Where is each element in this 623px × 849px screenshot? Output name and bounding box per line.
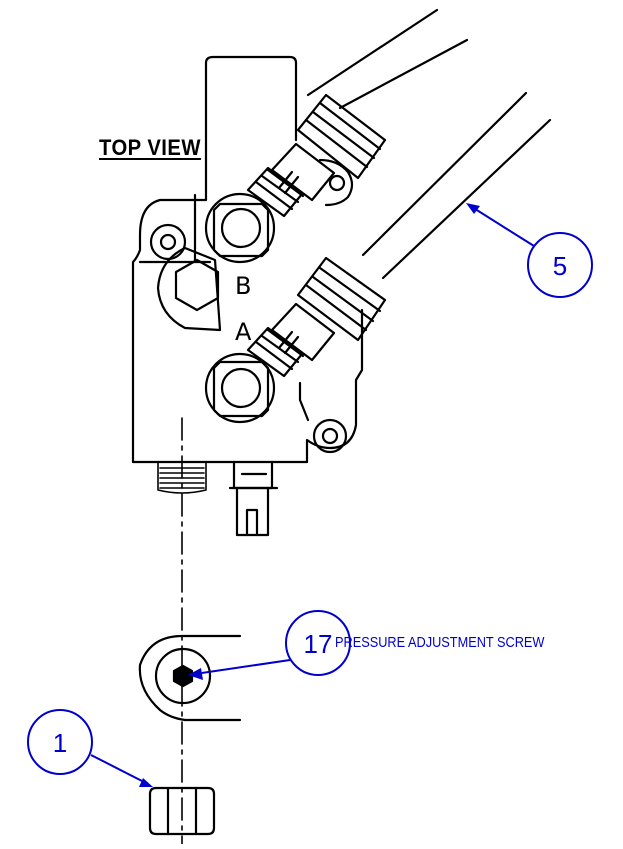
callout-number-5: 5 <box>552 251 568 281</box>
hex-plug <box>174 258 220 312</box>
callout-circle-5 <box>527 232 593 298</box>
callout-leader-5 <box>471 206 535 247</box>
hose-b <box>246 8 469 218</box>
port-a-boss <box>204 352 276 424</box>
spool-end <box>228 460 279 537</box>
port-b-boss <box>204 192 276 264</box>
port-a-square <box>212 360 270 418</box>
port-a-nut <box>220 367 262 409</box>
valve-body-outline <box>131 55 364 464</box>
mount-hole-lower-right-inner <box>321 427 339 445</box>
adjustment-screw-hex <box>172 664 194 688</box>
pressure-adjustment-note: PRESSURE ADJUSTMENT SCREW <box>335 634 545 651</box>
callout-arrowhead-1 <box>139 778 153 787</box>
callout-number-1: 1 <box>52 728 68 758</box>
callout-arrowhead-5 <box>466 203 480 214</box>
callout-circle-1 <box>27 709 93 775</box>
callout-leader-17 <box>194 659 291 675</box>
port-b-nut <box>220 207 262 249</box>
valve-body-inner-edge <box>193 193 310 422</box>
relief-valve-cap <box>138 634 242 722</box>
callout-leader-1 <box>90 754 149 785</box>
callout-arrowhead-17 <box>188 668 203 680</box>
callout-circle-17 <box>285 610 351 676</box>
port-label-a: A <box>235 318 252 346</box>
port-label-b: B <box>235 272 252 300</box>
mount-hole-lower-right <box>312 418 348 454</box>
hex-plug-recess <box>156 246 222 332</box>
hose-a <box>246 91 552 378</box>
hex-nut <box>148 786 216 836</box>
callout-number-17: 17 <box>303 629 333 659</box>
port-b-square <box>212 202 270 258</box>
mount-hole-left-inner <box>159 233 177 251</box>
mount-hole-upper-right-inner <box>328 174 346 192</box>
view-title: TOP VIEW <box>99 135 201 160</box>
mount-boss-upper-right <box>318 158 354 207</box>
mount-hole-left <box>149 223 187 261</box>
